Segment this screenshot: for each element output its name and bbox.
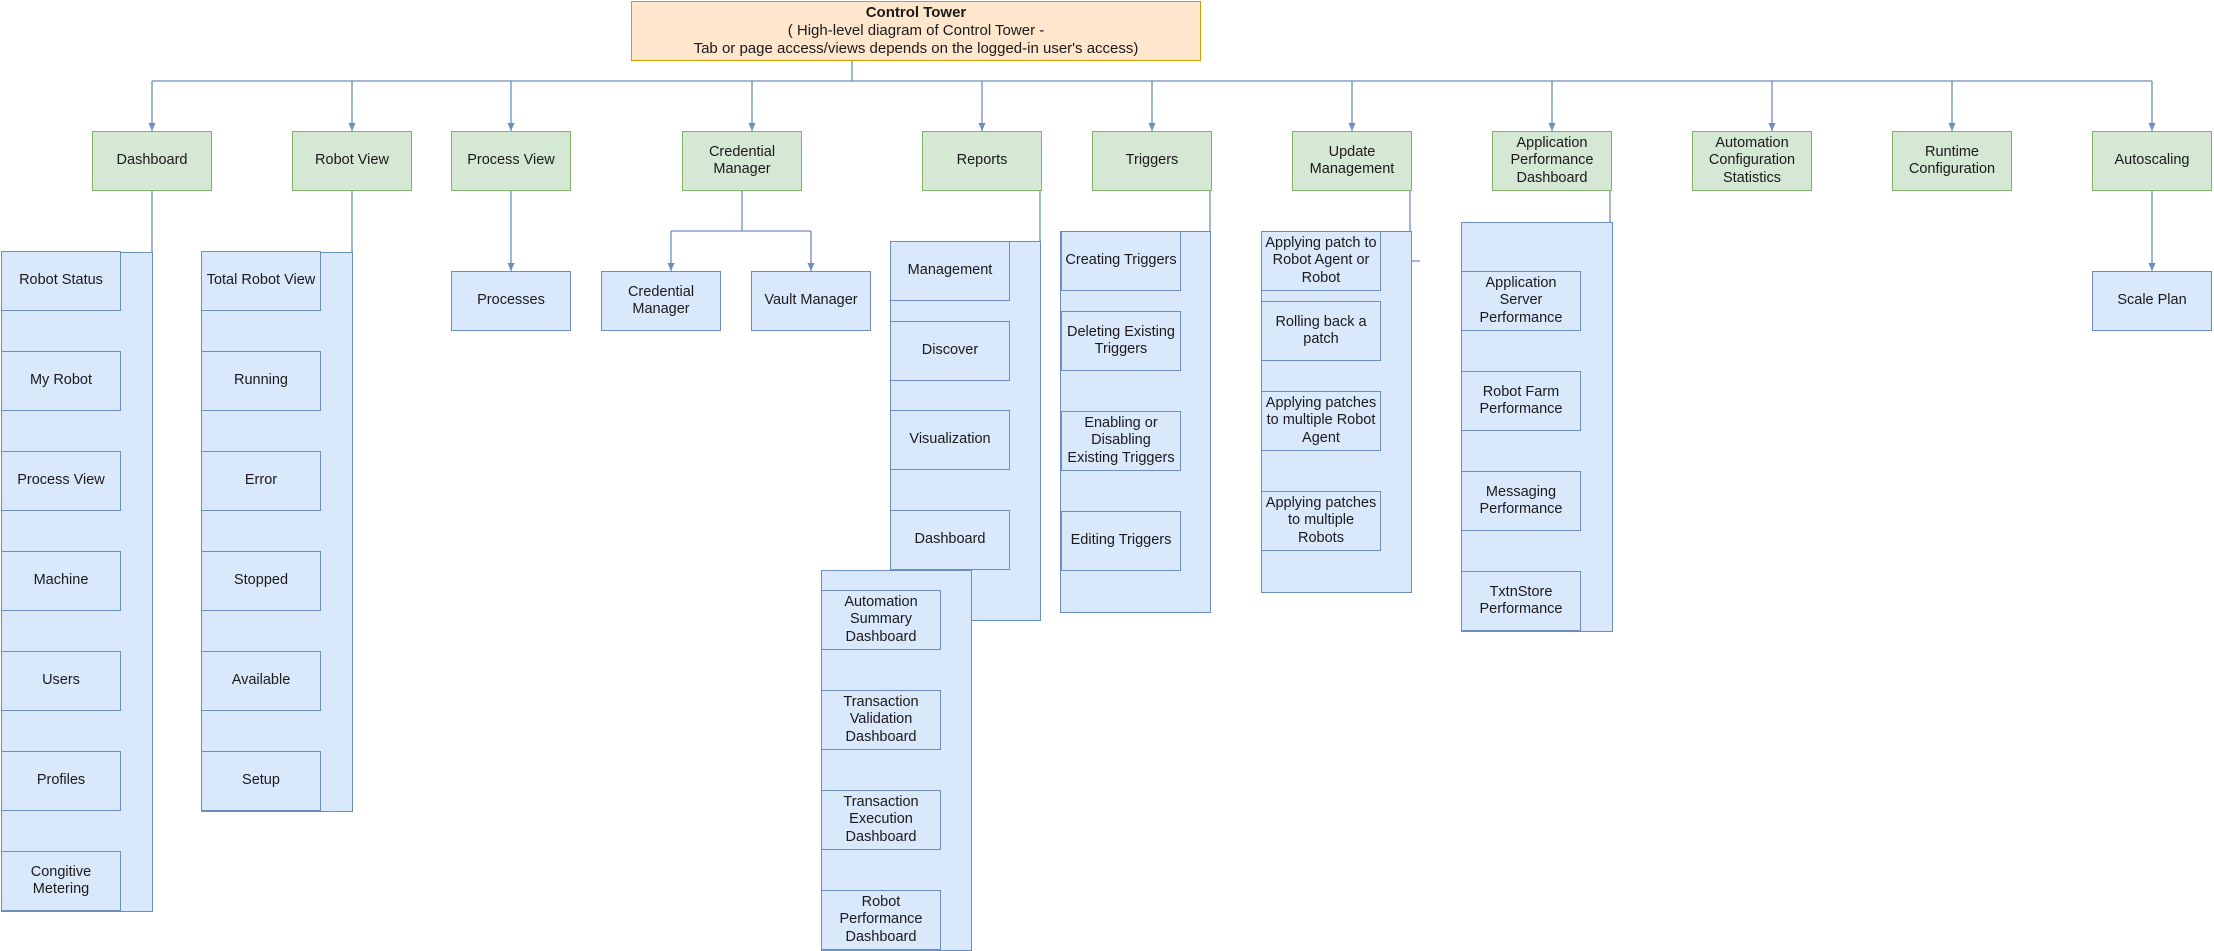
reports-dashboard-item-transaction-validation[interactable]: Transaction Validation Dashboard: [821, 690, 941, 750]
credential-item-credential-manager[interactable]: Credential Manager: [601, 271, 721, 331]
triggers-item-creating[interactable]: Creating Triggers: [1061, 231, 1181, 291]
autoscaling-item-scale-plan[interactable]: Scale Plan: [2092, 271, 2212, 331]
triggers-item-deleting[interactable]: Deleting Existing Triggers: [1061, 311, 1181, 371]
robot-view-group-panel: [201, 252, 353, 812]
reports-item-discover[interactable]: Discover: [890, 321, 1010, 381]
dashboard-item-robot-status[interactable]: Robot Status: [1, 251, 121, 311]
category-dashboard[interactable]: Dashboard: [92, 131, 212, 191]
dashboard-item-my-robot[interactable]: My Robot: [1, 351, 121, 411]
credential-item-vault-manager[interactable]: Vault Manager: [751, 271, 871, 331]
dashboard-item-machine[interactable]: Machine: [1, 551, 121, 611]
process-view-item-processes[interactable]: Processes: [451, 271, 571, 331]
robot-view-item-setup[interactable]: Setup: [201, 751, 321, 811]
control-tower-root: Control Tower ( High-level diagram of Co…: [631, 1, 1201, 61]
category-application-performance-dashboard[interactable]: Application Performance Dashboard: [1492, 131, 1612, 191]
reports-item-visualization[interactable]: Visualization: [890, 410, 1010, 470]
apm-item-txtnstore[interactable]: TxtnStore Performance: [1461, 571, 1581, 631]
reports-item-dashboard[interactable]: Dashboard: [890, 510, 1010, 570]
robot-view-item-stopped[interactable]: Stopped: [201, 551, 321, 611]
dashboard-item-cognitive-metering[interactable]: Congitive Metering: [1, 851, 121, 911]
triggers-item-editing[interactable]: Editing Triggers: [1061, 511, 1181, 571]
reports-dashboard-item-transaction-execution[interactable]: Transaction Execution Dashboard: [821, 790, 941, 850]
category-triggers[interactable]: Triggers: [1092, 131, 1212, 191]
apm-item-messaging[interactable]: Messaging Performance: [1461, 471, 1581, 531]
triggers-item-enabling-disabling[interactable]: Enabling or Disabling Existing Triggers: [1061, 411, 1181, 471]
dashboard-item-process-view[interactable]: Process View: [1, 451, 121, 511]
dashboard-item-users[interactable]: Users: [1, 651, 121, 711]
robot-view-item-running[interactable]: Running: [201, 351, 321, 411]
root-title: Control Tower: [865, 4, 967, 21]
robot-view-item-error[interactable]: Error: [201, 451, 321, 511]
update-item-applying-patch-agent-or-robot[interactable]: Applying patch to Robot Agent or Robot: [1261, 231, 1381, 291]
category-autoscaling[interactable]: Autoscaling: [2092, 131, 2212, 191]
reports-dashboard-item-automation-summary[interactable]: Automation Summary Dashboard: [821, 590, 941, 650]
dashboard-item-profiles[interactable]: Profiles: [1, 751, 121, 811]
category-process-view[interactable]: Process View: [451, 131, 571, 191]
update-item-patches-multiple-agents[interactable]: Applying patches to multiple Robot Agent: [1261, 391, 1381, 451]
update-item-patches-multiple-robots[interactable]: Applying patches to multiple Robots: [1261, 491, 1381, 551]
update-item-rolling-back-patch[interactable]: Rolling back a patch: [1261, 301, 1381, 361]
reports-item-management[interactable]: Management: [890, 241, 1010, 301]
category-runtime-configuration[interactable]: Runtime Configuration: [1892, 131, 2012, 191]
category-reports[interactable]: Reports: [922, 131, 1042, 191]
reports-dashboard-item-robot-performance[interactable]: Robot Performance Dashboard: [821, 890, 941, 950]
category-credential-manager[interactable]: Credential Manager: [682, 131, 802, 191]
apm-item-robot-farm[interactable]: Robot Farm Performance: [1461, 371, 1581, 431]
category-update-management[interactable]: Update Management: [1292, 131, 1412, 191]
category-robot-view[interactable]: Robot View: [292, 131, 412, 191]
root-subtitle: ( High-level diagram of Control Tower - …: [693, 22, 1139, 57]
apm-item-application-server[interactable]: Application Server Performance: [1461, 271, 1581, 331]
robot-view-item-available[interactable]: Available: [201, 651, 321, 711]
robot-view-item-total-robot-view[interactable]: Total Robot View: [201, 251, 321, 311]
category-automation-configuration-statistics[interactable]: Automation Configuration Statistics: [1692, 131, 1812, 191]
